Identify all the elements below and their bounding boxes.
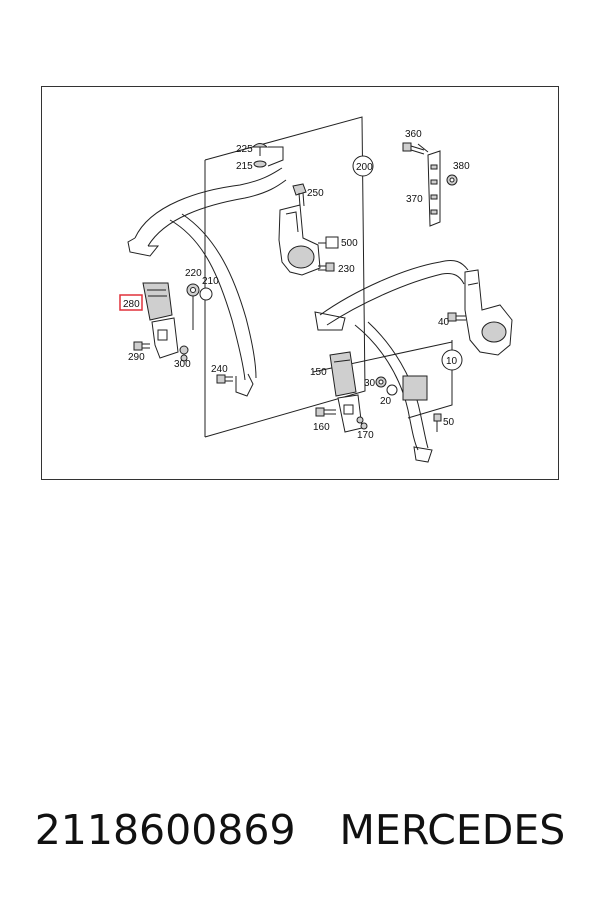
label-250: 250 (307, 188, 324, 199)
label-40: 40 (438, 317, 450, 328)
nut-380-icon (446, 174, 458, 186)
part-number: 2118600869 (34, 806, 296, 854)
bolt-250-icon (292, 183, 307, 207)
callout-200 (352, 155, 374, 177)
label-500: 500 (341, 238, 358, 249)
bolt-360-icon (402, 142, 425, 155)
cap-20-icon (386, 384, 398, 396)
label-200: 200 (356, 162, 373, 173)
washer-300-icon (179, 345, 189, 362)
bolt-50-icon (433, 413, 442, 432)
bolt-240-icon (216, 374, 233, 384)
belt-webbing-left (127, 167, 287, 397)
bolt-230-icon (318, 262, 335, 272)
label-10: 10 (446, 356, 458, 367)
label-160: 160 (313, 422, 330, 433)
label-220: 220 (185, 268, 202, 279)
label-300: 300 (174, 359, 191, 370)
callout-10 (441, 340, 463, 405)
label-370: 370 (406, 194, 423, 205)
label-20: 20 (380, 396, 392, 407)
label-280: 280 (123, 299, 140, 310)
height-adjuster-370 (427, 150, 441, 227)
label-360: 360 (405, 129, 422, 140)
belt-webbing-right (314, 259, 469, 463)
buckle-280 (142, 282, 179, 359)
label-30: 30 (364, 378, 376, 389)
brand-name: MERCEDES (339, 806, 566, 854)
label-240: 240 (211, 364, 228, 375)
bolt-160-icon (315, 407, 336, 417)
label-380: 380 (453, 161, 470, 172)
label-225: 225 (236, 144, 253, 155)
label-215: 215 (236, 161, 253, 172)
bolt-290-icon (133, 341, 150, 351)
label-230: 230 (338, 264, 355, 275)
nut-30-icon (375, 376, 387, 388)
highlight-box-280 (119, 294, 143, 311)
belt-retractor (278, 204, 339, 276)
label-50: 50 (443, 417, 455, 428)
cap-210-icon (199, 287, 213, 301)
retractor-right (464, 269, 513, 356)
label-170: 170 (357, 430, 374, 441)
label-290: 290 (128, 352, 145, 363)
cap-225-icon (251, 143, 269, 156)
washer-215-icon (253, 160, 267, 168)
nut-220-icon (186, 283, 200, 297)
bolt-40-icon (447, 312, 466, 322)
label-150: 150 (310, 367, 327, 378)
label-210: 210 (202, 276, 219, 287)
washer-170-icon (356, 416, 368, 430)
product-caption: 2118600869 MERCEDES (0, 795, 600, 865)
